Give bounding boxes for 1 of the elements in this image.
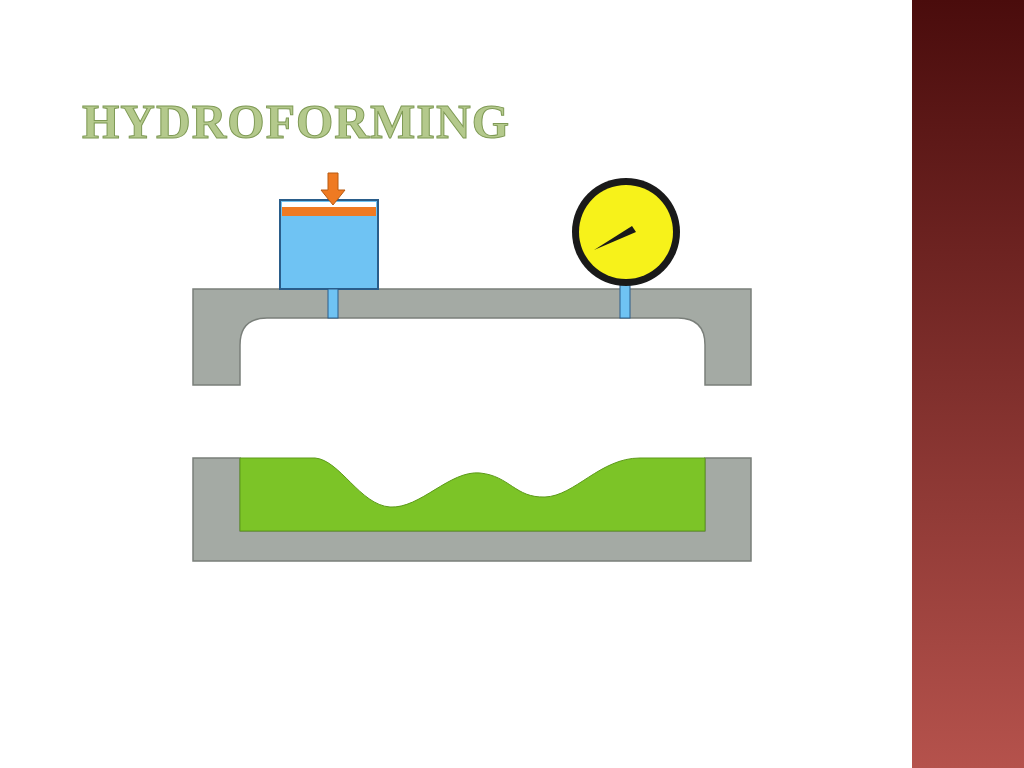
title-text: HYDROFORMING — [82, 94, 510, 150]
